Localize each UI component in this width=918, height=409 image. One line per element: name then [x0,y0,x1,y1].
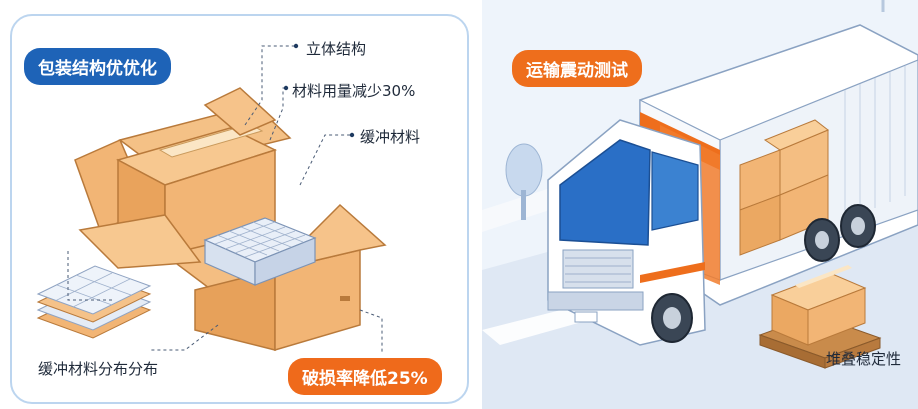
callout-material-reduction: 材料用量减少30% [292,82,416,100]
packaging-title-badge: 包装结构优优化 [24,48,171,85]
delivery-truck [547,24,918,346]
stacking-stability-label: 堆叠稳定性 [826,350,902,368]
open-cardboard-box [74,87,387,352]
cushion-sheet-stack [36,265,152,339]
callout-lines [67,45,383,352]
transport-title-badge: 运输震动测试 [512,50,642,87]
pallet-box [758,265,882,369]
callout-3d-structure: 立体结构 [306,40,367,58]
damage-reduction-badge: 破损率降低25% [288,358,442,395]
callout-cushion-material: 缓冲材料 [360,128,421,146]
cushion-distribution-label: 缓冲材料分布分布 [38,360,159,378]
